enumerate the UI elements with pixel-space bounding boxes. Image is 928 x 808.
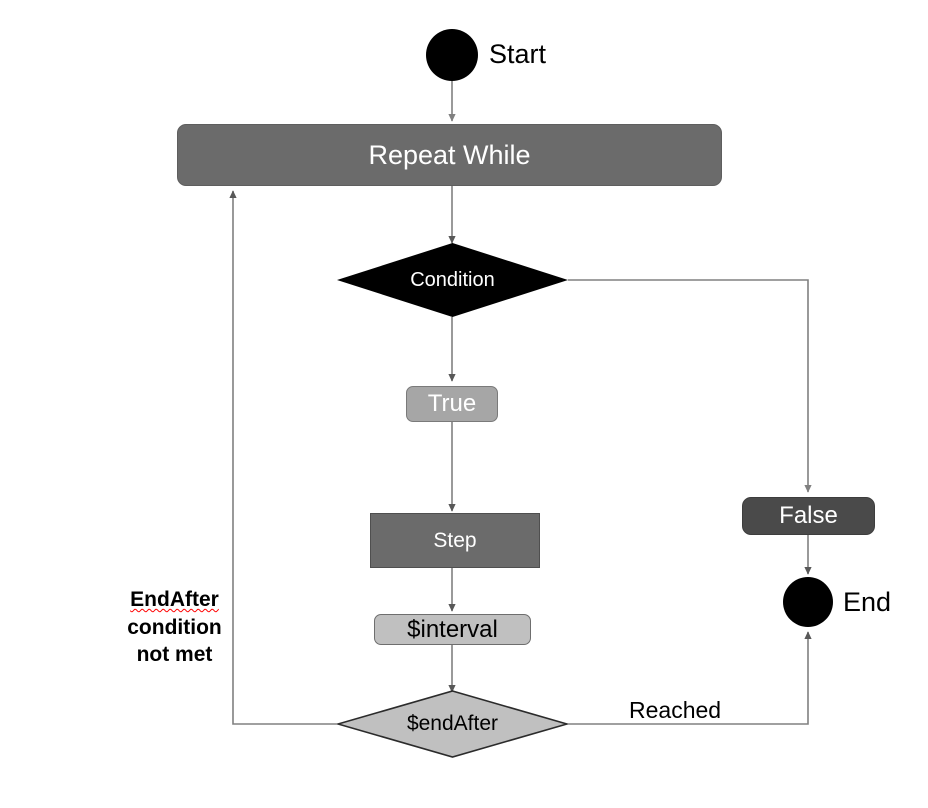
interval-node[interactable]: $interval bbox=[374, 614, 531, 645]
loop-back-edge-label-line2: condition bbox=[127, 615, 222, 639]
true-branch-label: True bbox=[427, 390, 477, 417]
repeat-while-label: Repeat While bbox=[368, 139, 531, 170]
loop-back-edge-label: EndAfter condition not met bbox=[112, 586, 237, 669]
end-after-diamond-shape bbox=[337, 690, 568, 758]
loop-back-edge-label-line3: not met bbox=[136, 643, 213, 667]
step-node[interactable]: Step bbox=[370, 513, 540, 568]
edge-end-after-reached-to-end bbox=[568, 631, 812, 725]
condition-label: Condition bbox=[410, 268, 495, 291]
edge-end-after-loop-back-to-repeat-while bbox=[229, 190, 337, 725]
repeat-while-node[interactable]: Repeat While bbox=[177, 124, 722, 186]
interval-label: $interval bbox=[407, 615, 498, 643]
edge-condition-to-false bbox=[568, 279, 812, 493]
end-node-label: End bbox=[843, 587, 892, 617]
false-branch-label: False bbox=[779, 502, 838, 529]
loop-back-edge-label-line1: EndAfter bbox=[130, 588, 219, 611]
false-branch-node[interactable]: False bbox=[742, 497, 875, 535]
true-branch-node[interactable]: True bbox=[406, 386, 498, 422]
start-node[interactable] bbox=[426, 29, 478, 81]
start-node-label: Start bbox=[489, 39, 547, 69]
step-label: Step bbox=[433, 528, 477, 552]
end-node[interactable] bbox=[783, 577, 833, 627]
end-after-node[interactable]: $endAfter bbox=[337, 690, 568, 758]
end-after-label: $endAfter bbox=[406, 712, 499, 735]
reached-edge-label: Reached bbox=[629, 697, 722, 723]
